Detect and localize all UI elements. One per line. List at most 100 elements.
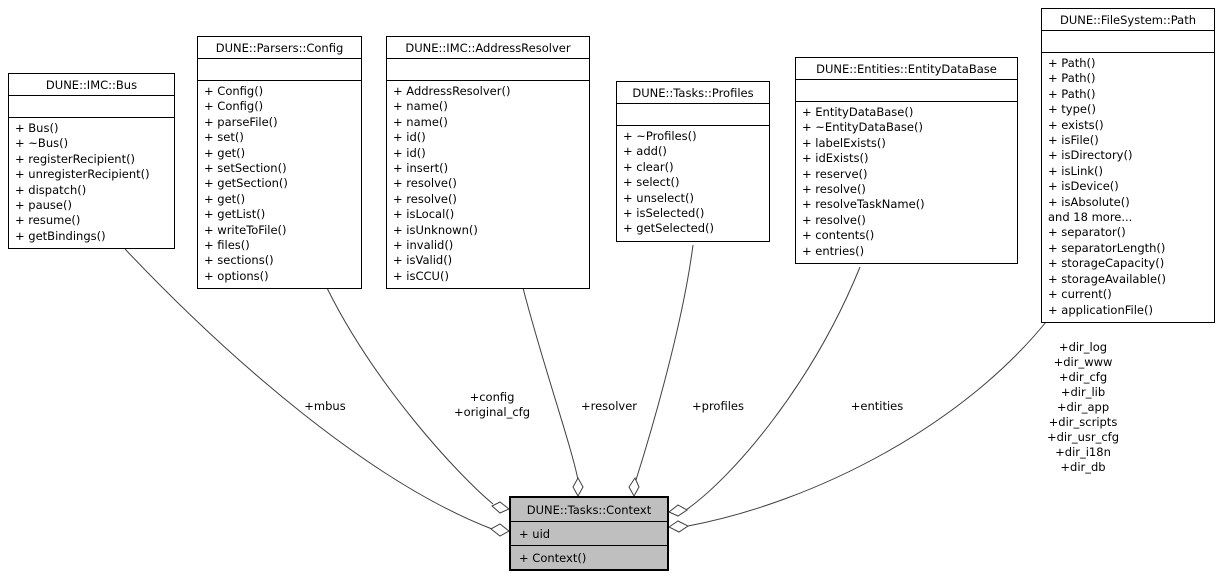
edge-path-to-context <box>687 316 1051 527</box>
text-line: + unregisterRecipient() <box>15 167 150 182</box>
text-line: + entries() <box>802 243 865 258</box>
text-line: + id() <box>393 145 426 160</box>
text-line: + resolve() <box>802 182 866 197</box>
text-line: + insert() <box>393 161 449 176</box>
edge-bus-to-context <box>124 248 493 530</box>
class-title: DUNE::IMC::AddressResolver <box>387 37 589 59</box>
text-line: + isDirectory() <box>1048 148 1133 163</box>
text-line: + isCCU() <box>393 268 449 283</box>
text-line: + Context() <box>519 551 587 565</box>
text-line: + Config() <box>204 99 264 114</box>
text-line: and 18 more... <box>1048 210 1133 225</box>
edge-label-directories: +dir_log+dir_www+dir_cfg+dir_lib+dir_app… <box>1047 340 1119 475</box>
text-line: +dir_app <box>1056 400 1110 414</box>
aggregation-diamond-entitydatabase <box>668 504 688 517</box>
class-attributes-empty <box>796 80 1017 102</box>
class-member-list: + AddressResolver()+ name()+ name()+ id(… <box>387 81 589 288</box>
class-member-list: + Path()+ Path()+ Path()+ type()+ exists… <box>1042 53 1214 322</box>
text-line: +dir_i18n <box>1055 445 1111 459</box>
text-line: +dir_db <box>1060 460 1106 474</box>
text-line: +dir_lib <box>1060 385 1106 399</box>
text-line: + ~Profiles() <box>623 129 697 143</box>
class-member-list: + Config()+ Config()+ parseFile()+ set()… <box>198 81 361 288</box>
class-node-profiles[interactable]: DUNE::Tasks::Profiles + ~Profiles()+ add… <box>616 81 770 242</box>
class-title: DUNE::Entities::EntityDataBase <box>796 58 1017 80</box>
text-line: + registerRecipient() <box>15 151 136 166</box>
text-line: + sections() <box>204 253 274 268</box>
class-member-list: + Bus()+ ~Bus()+ registerRecipient()+ un… <box>9 118 174 248</box>
text-line: +dir_usr_cfg <box>1046 430 1120 444</box>
class-node-bus[interactable]: DUNE::IMC::Bus + Bus()+ ~Bus()+ register… <box>8 73 175 250</box>
text-line: + isAbsolute() <box>1048 194 1130 209</box>
text-line: + get() <box>204 145 246 160</box>
class-member-list: + Context() <box>511 546 667 569</box>
text-line: +dir_www <box>1053 355 1113 369</box>
text-line: +profiles <box>692 399 744 413</box>
edge-addressresolver-to-context <box>522 287 579 481</box>
text-line: + Path() <box>1048 86 1096 101</box>
text-line: + add() <box>623 144 667 159</box>
text-line: + parseFile() <box>204 114 278 129</box>
text-line: + separatorLength() <box>1048 240 1166 255</box>
class-node-entitydatabase[interactable]: DUNE::Entities::EntityDataBase + EntityD… <box>795 57 1018 265</box>
text-line: + EntityDataBase() <box>802 105 914 119</box>
text-line: + isDevice() <box>1048 179 1119 194</box>
text-line: + setSection() <box>204 161 287 176</box>
edge-config-to-context <box>326 287 494 505</box>
edge-label-config: +config+original_cfg <box>454 390 530 420</box>
class-attributes-empty <box>387 59 589 81</box>
class-title: DUNE::Tasks::Profiles <box>617 82 769 104</box>
class-node-context-focus[interactable]: DUNE::Tasks::Context + uid + Context() <box>509 496 669 571</box>
aggregation-diamond-path <box>668 520 689 533</box>
text-line: + ~EntityDataBase() <box>802 120 923 135</box>
text-line: + resolve() <box>393 191 457 206</box>
text-line: + writeToFile() <box>204 222 287 237</box>
class-title: DUNE::FileSystem::Path <box>1042 9 1214 31</box>
text-line: + ~Bus() <box>15 136 69 151</box>
text-line: +dir_scripts <box>1048 415 1118 429</box>
text-line: + uid <box>519 527 551 541</box>
text-line: + isLink() <box>1048 163 1104 178</box>
aggregation-diamond-profiles <box>628 476 640 498</box>
text-line: + getSection() <box>204 176 288 191</box>
text-line: + name() <box>393 114 448 129</box>
edge-entitydatabase-to-context <box>685 266 861 511</box>
text-line: + files() <box>204 238 250 253</box>
text-line: +entities <box>850 399 904 413</box>
text-line: + set() <box>204 130 244 145</box>
class-title: DUNE::Tasks::Context <box>511 498 667 522</box>
text-line: + dispatch() <box>15 182 87 197</box>
text-line: + AddressResolver() <box>393 84 511 98</box>
class-node-path[interactable]: DUNE::FileSystem::Path + Path()+ Path()+… <box>1041 8 1215 323</box>
text-line: + Config() <box>204 84 264 98</box>
text-line: +mbus <box>304 399 346 413</box>
text-line: + options() <box>204 268 269 283</box>
text-line: + unselect() <box>623 190 695 205</box>
class-node-config[interactable]: DUNE::Parsers::Config + Config()+ Config… <box>197 36 362 290</box>
edge-label-mbus: +mbus <box>304 399 345 414</box>
text-line: + invalid() <box>393 238 454 253</box>
text-line: + getBindings() <box>15 228 106 243</box>
text-line: + isLocal() <box>393 207 455 222</box>
class-member-list: + ~Profiles()+ add()+ clear()+ select()+… <box>617 126 769 241</box>
text-line: + isUnknown() <box>393 222 478 237</box>
text-line: +config <box>469 390 515 404</box>
text-line: + isFile() <box>1048 133 1099 148</box>
text-line: +dir_log <box>1058 340 1108 354</box>
text-line: + resume() <box>15 213 81 228</box>
text-line: + clear() <box>623 159 674 174</box>
text-line: + isSelected() <box>623 206 705 221</box>
text-line: +original_cfg <box>453 405 531 419</box>
text-line: + storageCapacity() <box>1048 256 1165 271</box>
class-node-addressresolver[interactable]: DUNE::IMC::AddressResolver + AddressReso… <box>386 36 590 290</box>
text-line: + type() <box>1048 102 1096 117</box>
aggregation-diamond-addressresolver <box>572 476 584 498</box>
aggregation-diamond-config <box>491 501 510 514</box>
text-line: + current() <box>1048 287 1112 302</box>
class-attributes-empty <box>198 59 361 81</box>
class-member-list: + EntityDataBase()+ ~EntityDataBase()+ l… <box>796 102 1017 263</box>
text-line: + reserve() <box>802 166 868 181</box>
edge-label-resolver: +resolver <box>581 399 637 414</box>
text-line: + idExists() <box>802 151 869 166</box>
